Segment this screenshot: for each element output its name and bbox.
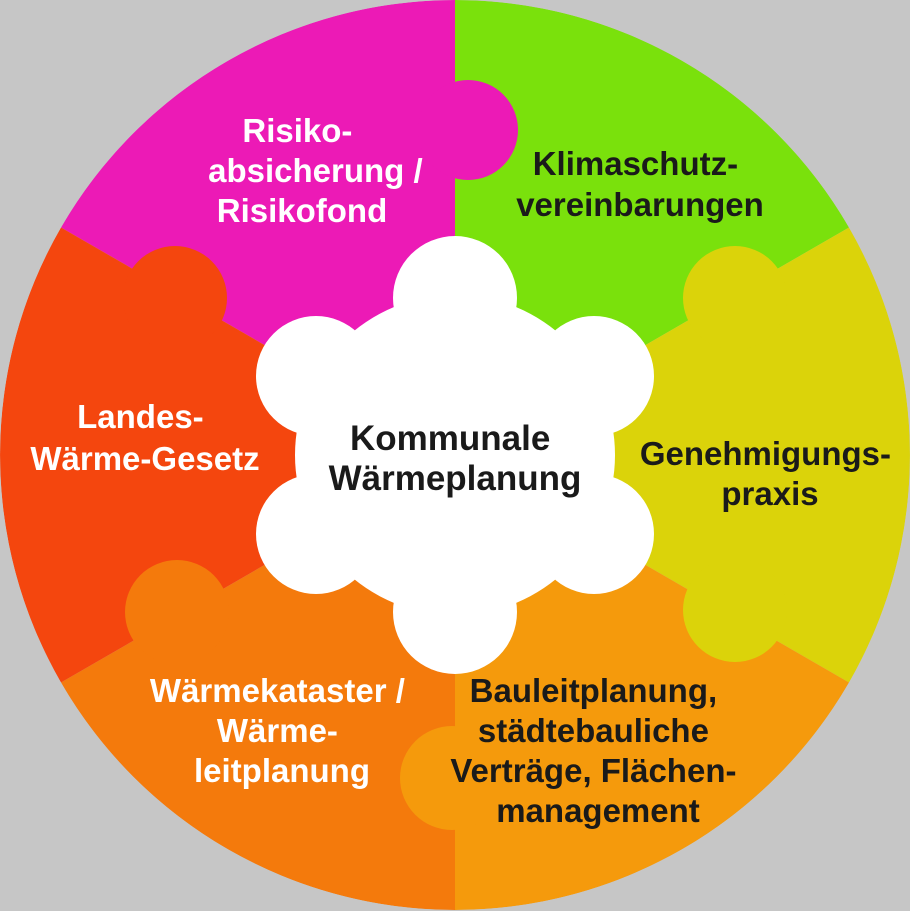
knob-waermekataster-into-landes	[125, 560, 229, 664]
center-hub	[256, 236, 654, 674]
knob-genehmigung-into-bauleitplanung	[683, 558, 787, 662]
label-landes: Landes- Wärme-Gesetz	[30, 398, 259, 477]
center-title: Kommunale Wärmeplanung	[329, 419, 582, 498]
label-risiko: Risiko- absicherung / Risikofond	[208, 112, 432, 229]
label-bauleitplanung: Bauleitplanung, städtebauliche Verträge,…	[450, 672, 745, 829]
knob-bauleitplanung-into-waermekataster	[400, 726, 504, 830]
segment-genehmigung	[455, 227, 910, 683]
label-waermekataster: Wärmekataster / Wärme- leitplanung	[150, 672, 414, 789]
knob-risiko-into-klimaschutz	[418, 80, 518, 180]
label-genehmigung: Genehmigungs- praxis	[640, 435, 900, 512]
segment-landes	[0, 227, 456, 683]
knob-genehmigung-into-klimaschutz	[683, 246, 787, 350]
knob-landes-into-risiko	[123, 246, 227, 350]
label-klimaschutz: Klimaschutz- vereinbarungen	[516, 145, 764, 223]
